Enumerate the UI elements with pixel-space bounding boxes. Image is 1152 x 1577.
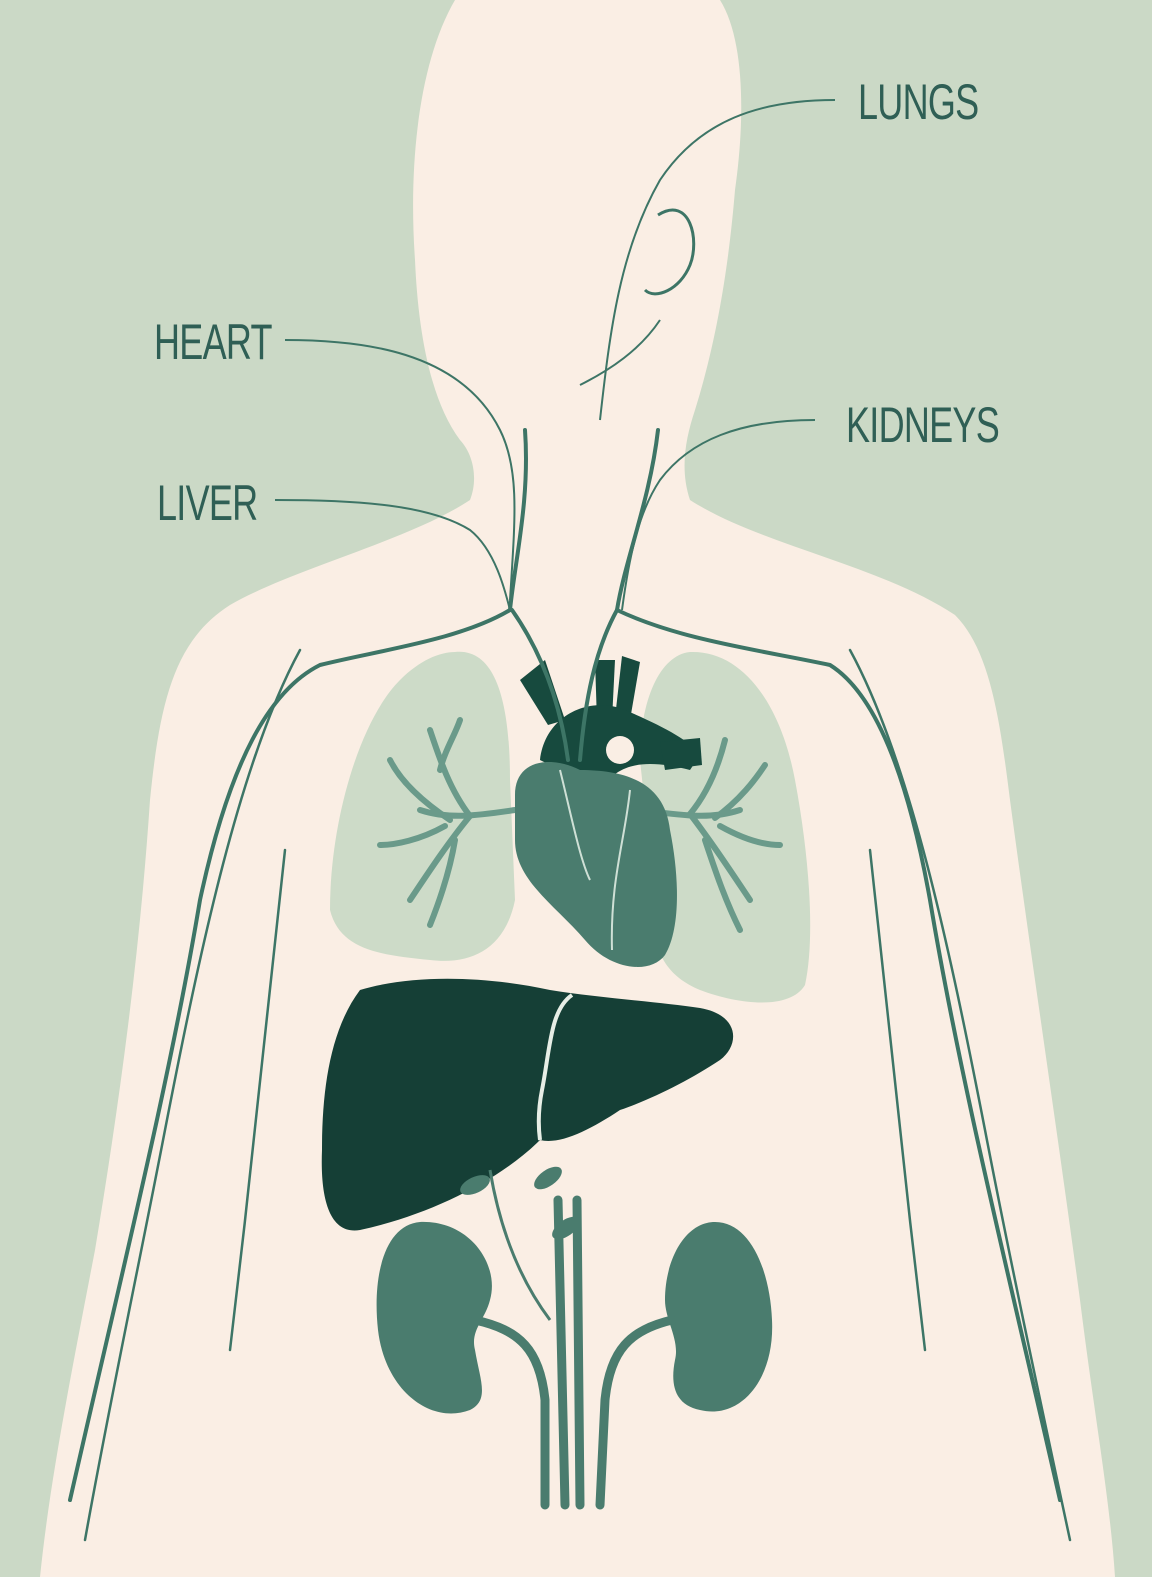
label-kidneys: KIDNEYS: [846, 400, 999, 450]
label-liver: LIVER: [157, 478, 257, 528]
label-heart: HEART: [154, 317, 272, 367]
label-lungs: LUNGS: [858, 77, 978, 127]
